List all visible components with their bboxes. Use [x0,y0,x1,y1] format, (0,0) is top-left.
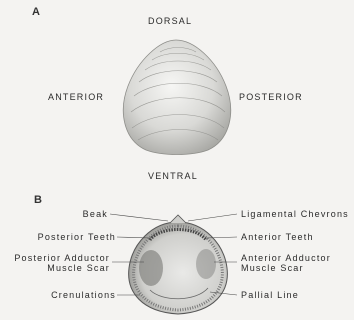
shell-exterior [123,40,230,155]
ligamental-chevrons-label: Ligamental Chevrons [241,209,349,219]
anterior-teeth-label: Anterior Teeth [241,232,314,242]
panel-b-letter: B [34,194,42,206]
anterior-adductor-label-1: Anterior Adductor [241,253,331,263]
posterior-adductor-label-2: Muscle Scar [47,263,110,273]
crenulations-label: Crenulations [51,290,116,300]
anterior-label: ANTERIOR [48,92,104,102]
posterior-label: POSTERIOR [239,92,303,102]
posterior-adductor-label-1: Posterior Adductor [14,253,110,263]
shell-interior [129,215,228,314]
ventral-label: VENTRAL [148,171,198,181]
panel-a-letter: A [32,6,40,18]
posterior-teeth-label: Posterior Teeth [38,232,116,242]
pallial-line-label: Pallial Line [241,290,299,300]
anterior-adductor-label-2: Muscle Scar [241,263,304,273]
dorsal-label: DORSAL [148,16,192,26]
beak-label: Beak [83,209,108,219]
